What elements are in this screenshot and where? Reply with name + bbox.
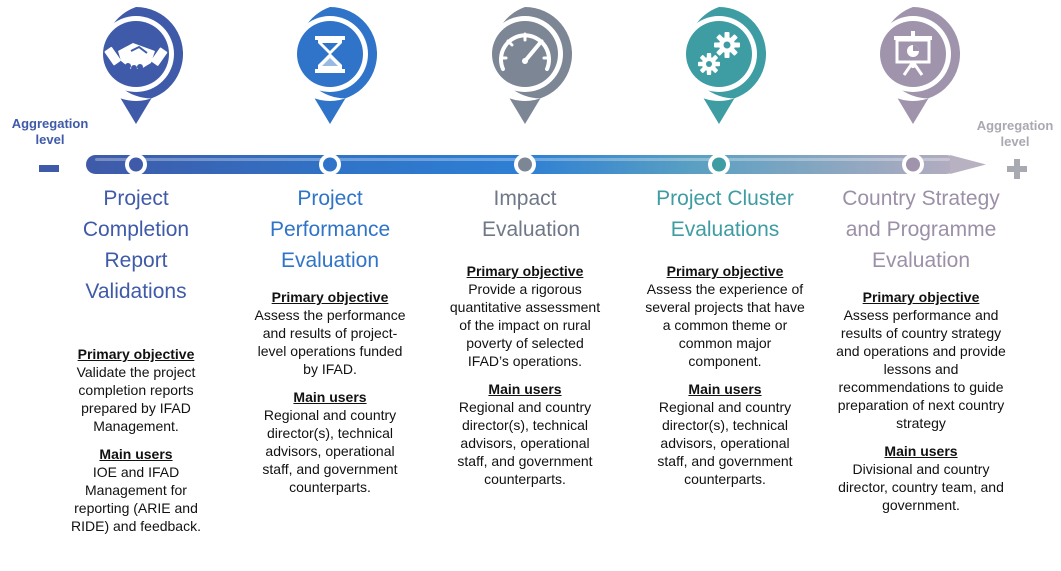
timeline-node-core-5 — [906, 157, 920, 172]
minus-icon — [39, 165, 59, 172]
stage-title: Project Performance Evaluation — [270, 187, 391, 272]
objective-text: Assess the experience of several project… — [645, 281, 805, 369]
gauge-icon — [499, 32, 551, 71]
objective-heading: Primary objective — [466, 263, 584, 279]
users-text: Divisional and country director, country… — [838, 461, 1004, 513]
objective-heading: Primary objective — [862, 289, 980, 305]
users-heading: Main users — [488, 381, 562, 397]
handshake-icon — [104, 43, 168, 71]
objective-text: Validate the project completion reports … — [76, 364, 196, 434]
stage-column-5: Country Strategy and Programme Evaluatio… — [830, 183, 1012, 276]
objective-heading: Primary objective — [77, 346, 195, 362]
users-heading: Main users — [293, 389, 367, 405]
users-text: Regional and country director(s), techni… — [262, 407, 398, 495]
stage-column-3: Impact Evaluation — [440, 183, 610, 245]
plus-icon — [1007, 159, 1027, 179]
stage-details-4: Primary objective Assess the experience … — [635, 262, 815, 488]
stage-title: Country Strategy and Programme Evaluatio… — [842, 187, 1000, 272]
aggregation-high-label: Aggregation level — [976, 118, 1054, 149]
users-text: IOE and IFAD Management for reporting (A… — [71, 464, 201, 534]
users-heading: Main users — [99, 446, 173, 462]
stage-title: Impact Evaluation — [482, 187, 581, 241]
timeline-node-core-1 — [129, 157, 143, 172]
stage-title: Project Cluster Evaluations — [656, 187, 794, 241]
stage-details-1: Primary objective Validate the project c… — [60, 345, 212, 535]
objective-text: Assess the performance and results of pr… — [254, 307, 406, 377]
objective-text: Assess performance and results of countr… — [836, 307, 1006, 431]
users-text: Regional and country director(s), techni… — [657, 399, 793, 487]
timeline-node-core-4 — [712, 157, 726, 172]
stage-column-2: Project Performance Evaluation — [240, 183, 420, 276]
timeline-nodes — [125, 153, 924, 176]
timeline-node-core-2 — [323, 157, 337, 172]
users-text: Regional and country director(s), techni… — [457, 399, 593, 487]
stage-column-4: Project Cluster Evaluations — [635, 183, 815, 245]
timeline-node-core-3 — [518, 157, 532, 172]
stage-details-2: Primary objective Assess the performance… — [240, 288, 420, 496]
stage-pin-5 — [858, 3, 968, 127]
objective-heading: Primary objective — [271, 289, 389, 305]
objective-heading: Primary objective — [666, 263, 784, 279]
stage-pin-4 — [664, 3, 774, 127]
stage-column-1: Project Completion Report Validations — [60, 183, 212, 307]
stage-pin-3 — [470, 3, 580, 127]
gears-icon — [698, 32, 740, 75]
stage-pin-1 — [81, 3, 191, 127]
objective-text: Provide a rigorous quantitative assessme… — [449, 281, 601, 369]
stage-title: Project Completion Report Validations — [82, 187, 190, 303]
stage-pin-2 — [275, 3, 385, 127]
stage-details-3: Primary objective Provide a rigorous qua… — [440, 262, 610, 488]
aggregation-low-label: Aggregation level — [11, 116, 89, 147]
hourglass-icon — [315, 36, 345, 73]
users-heading: Main users — [688, 381, 762, 397]
stage-details-5: Primary objective Assess performance and… — [830, 288, 1012, 514]
users-heading: Main users — [884, 443, 958, 459]
presentation-chart-icon — [894, 31, 932, 76]
